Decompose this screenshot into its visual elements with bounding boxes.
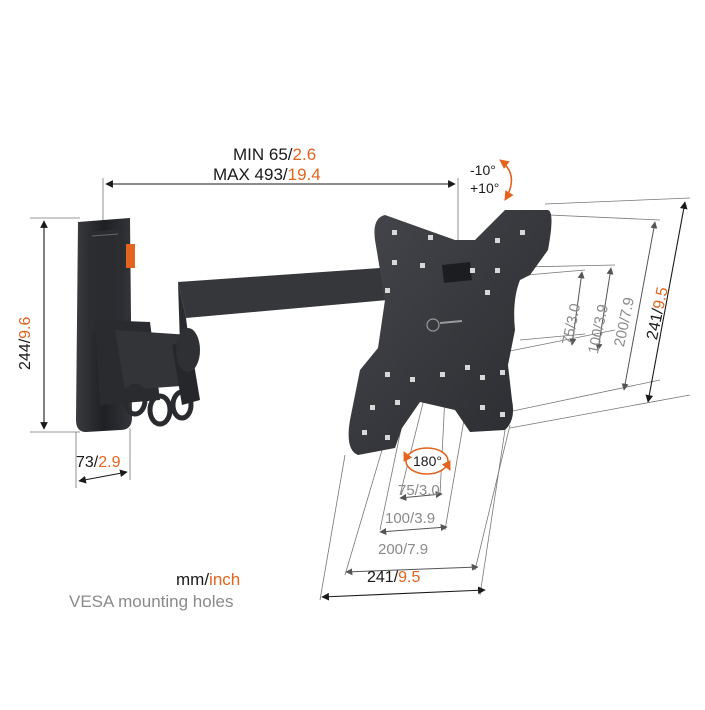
tilt-down-label: +10° xyxy=(470,180,500,196)
min-reach-label: MIN 65/2.6 xyxy=(233,145,317,164)
wall-width-label: 73/2.9 xyxy=(76,454,121,471)
vesa-caption: VESA mounting holes xyxy=(69,592,234,611)
tilt-arc-icon xyxy=(499,159,514,201)
vesa-horizontal-75-label: 75/3.0 xyxy=(398,482,440,499)
tilt-up-label: -10° xyxy=(470,162,496,178)
rotation-label: 180° xyxy=(413,453,442,469)
unit-legend: mm/inch xyxy=(176,570,241,589)
rotation-ellipse-icon xyxy=(403,447,451,475)
vesa-horizontal-200-label: 200/7.9 xyxy=(378,541,429,558)
brand-logo-icon xyxy=(426,318,440,332)
swivel-arm xyxy=(95,268,388,427)
vesa-plate xyxy=(348,210,552,455)
wall-height-label: 244/9.6 xyxy=(17,316,34,370)
release-tab-icon xyxy=(126,244,135,268)
max-reach-label: MAX 493/19.4 xyxy=(213,165,321,184)
vesa-horizontal-241-label: 241/9.5 xyxy=(367,569,421,586)
dimension-lines xyxy=(40,180,688,601)
dimension-lines-grey xyxy=(345,221,658,576)
vesa-horizontal-100-label: 100/3.9 xyxy=(385,510,436,527)
